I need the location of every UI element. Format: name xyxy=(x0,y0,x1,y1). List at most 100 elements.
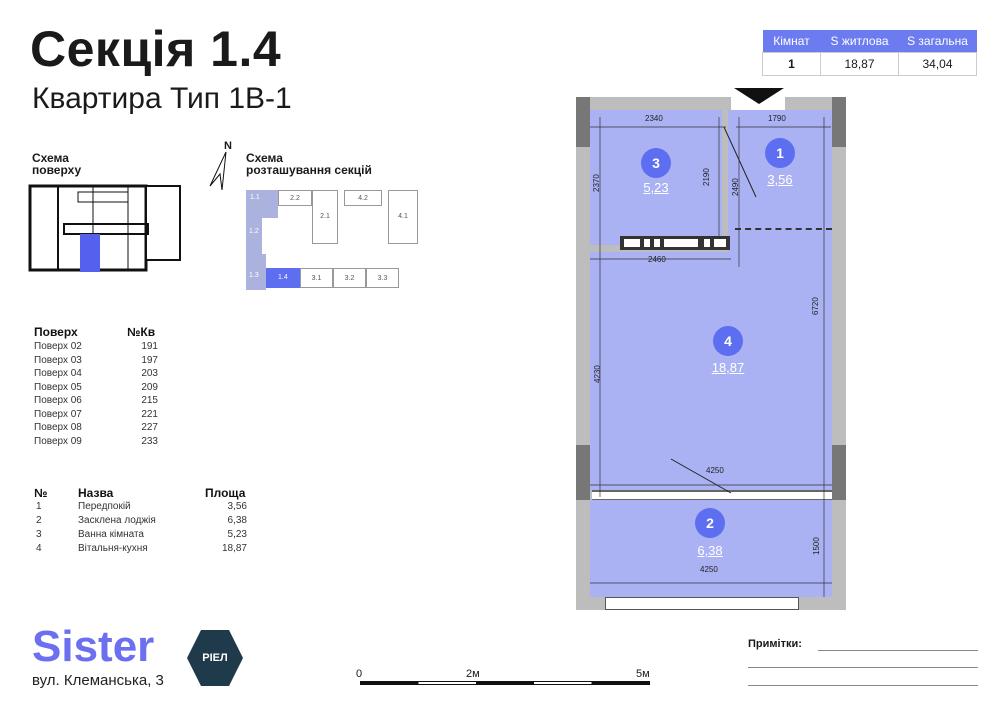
notes-line xyxy=(818,650,978,651)
room-area: 5,23 xyxy=(227,529,247,540)
dim-4250-loggia: 4250 xyxy=(700,565,718,574)
entrance-door xyxy=(731,97,785,110)
loggia-glazing xyxy=(592,490,832,500)
floor-name: Поверх 07 xyxy=(34,408,82,420)
rooms-header-area: Площа xyxy=(205,486,246,500)
header-rooms: Кімнат xyxy=(762,30,821,53)
apartment-number: 227 xyxy=(141,422,158,433)
header-total-area: S загальна xyxy=(898,30,977,53)
header-living-area: S житлова xyxy=(820,30,899,53)
floor-name: Поверх 04 xyxy=(34,368,82,379)
section-3-2: 3.2 xyxy=(333,268,366,288)
apartment-number: 221 xyxy=(141,408,158,420)
apartment-number: 197 xyxy=(141,354,158,366)
section-2-2: 2.2 xyxy=(278,190,312,206)
section-2-1: 2.1 xyxy=(312,190,338,244)
room-number: 4 xyxy=(36,543,42,554)
loggia-window xyxy=(605,597,799,610)
room-3-badge: 3 xyxy=(641,148,671,178)
rooms-header-num: № xyxy=(34,486,48,500)
room-hallway xyxy=(728,110,832,255)
rooms-header-name: Назва xyxy=(78,486,114,500)
room-name: Засклена лоджія xyxy=(78,515,156,526)
room-number: 3 xyxy=(36,529,42,540)
room-2-area: 6,38 xyxy=(697,543,723,558)
partner-logo: РІЕЛ xyxy=(187,630,243,686)
dim-4230: 4230 xyxy=(593,365,602,383)
apartment-number: 191 xyxy=(141,341,158,352)
scale-bar xyxy=(360,681,650,685)
column xyxy=(576,97,590,147)
section-scheme-title-l2: розташування секцій xyxy=(246,163,372,177)
room-name: Передпокій xyxy=(78,501,131,512)
notes-line xyxy=(748,667,978,668)
dim-4250-living: 4250 xyxy=(706,466,724,475)
room-number: 1 xyxy=(36,501,42,512)
dim-2460: 2460 xyxy=(648,255,666,264)
apartment-type: Квартира Тип 1В-1 xyxy=(32,82,292,115)
floors-header-floor: Поверх xyxy=(34,325,78,339)
room-number: 2 xyxy=(36,515,42,526)
section-3-3: 3.3 xyxy=(366,268,399,288)
floor-name: Поверх 06 xyxy=(34,395,82,406)
entrance-arrow-icon xyxy=(734,88,784,104)
apartment-number: 203 xyxy=(141,368,158,379)
section-3-1: 3.1 xyxy=(300,268,333,288)
dim-6720: 6720 xyxy=(811,297,820,315)
section-1-1: 1.1 xyxy=(246,190,278,218)
apartment-number: 215 xyxy=(141,395,158,406)
dim-1790: 1790 xyxy=(768,114,786,123)
north-arrow-icon xyxy=(209,151,227,190)
room-area: 6,38 xyxy=(227,515,247,526)
floor-name: Поверх 03 xyxy=(34,354,82,366)
floor-scheme-title-l1: Схема xyxy=(32,151,69,165)
dim-2190: 2190 xyxy=(702,168,711,186)
dim-2490: 2490 xyxy=(731,178,740,196)
room-4-badge: 4 xyxy=(713,326,743,356)
room-area: 18,87 xyxy=(221,543,247,554)
address: вул. Клеманська, 3 xyxy=(32,672,164,689)
section-1-2: 1.2 xyxy=(246,218,262,254)
shaft-block xyxy=(620,236,730,250)
scale-5m: 5м xyxy=(636,668,650,680)
scale-0: 0 xyxy=(356,668,363,680)
dim-2340: 2340 xyxy=(645,114,663,123)
section-1-4: 1.4 xyxy=(266,268,300,288)
section-title: Секція 1.4 xyxy=(30,21,282,77)
column xyxy=(576,445,590,500)
floor-name: Поверх 09 xyxy=(34,435,82,447)
brand-logo: Sister xyxy=(32,622,155,671)
room-4-area: 18,87 xyxy=(711,360,745,375)
scale-2m: 2м xyxy=(466,668,480,680)
room-living-kitchen xyxy=(590,252,832,491)
floor-name: Поверх 08 xyxy=(34,422,82,433)
north-label: N xyxy=(224,140,232,152)
room-name: Ванна кімната xyxy=(78,529,144,540)
section-1-3: 1.3 xyxy=(246,254,266,290)
total-area: 34,04 xyxy=(898,52,977,76)
floor-scheme-title-l2: поверху xyxy=(32,163,82,177)
plan-lines xyxy=(590,117,832,597)
apartment-highlight xyxy=(80,234,100,272)
notes-label: Примітки: xyxy=(748,638,802,650)
section-scheme: 1.1 1.2 1.3 1.4 2.2 2.1 4.2 4.1 3.1 3.2 … xyxy=(246,188,421,290)
dim-1500: 1500 xyxy=(812,537,821,555)
column xyxy=(832,445,846,500)
room-2-badge: 2 xyxy=(695,508,725,538)
column xyxy=(832,97,846,147)
section-scheme-title-l1: Схема xyxy=(246,151,283,165)
dim-2370: 2370 xyxy=(592,174,601,192)
notes-line xyxy=(748,685,978,686)
apartment-number: 233 xyxy=(141,435,158,447)
room-name: Вітальня-кухня xyxy=(78,543,148,554)
room-1-badge: 1 xyxy=(765,138,795,168)
floor-scheme xyxy=(28,184,181,272)
zone-divider xyxy=(735,228,832,230)
apartment-number: 209 xyxy=(141,381,158,393)
floor-name: Поверх 02 xyxy=(34,341,82,352)
room-area: 3,56 xyxy=(227,501,247,512)
floors-header-apt: №Кв xyxy=(127,325,156,339)
